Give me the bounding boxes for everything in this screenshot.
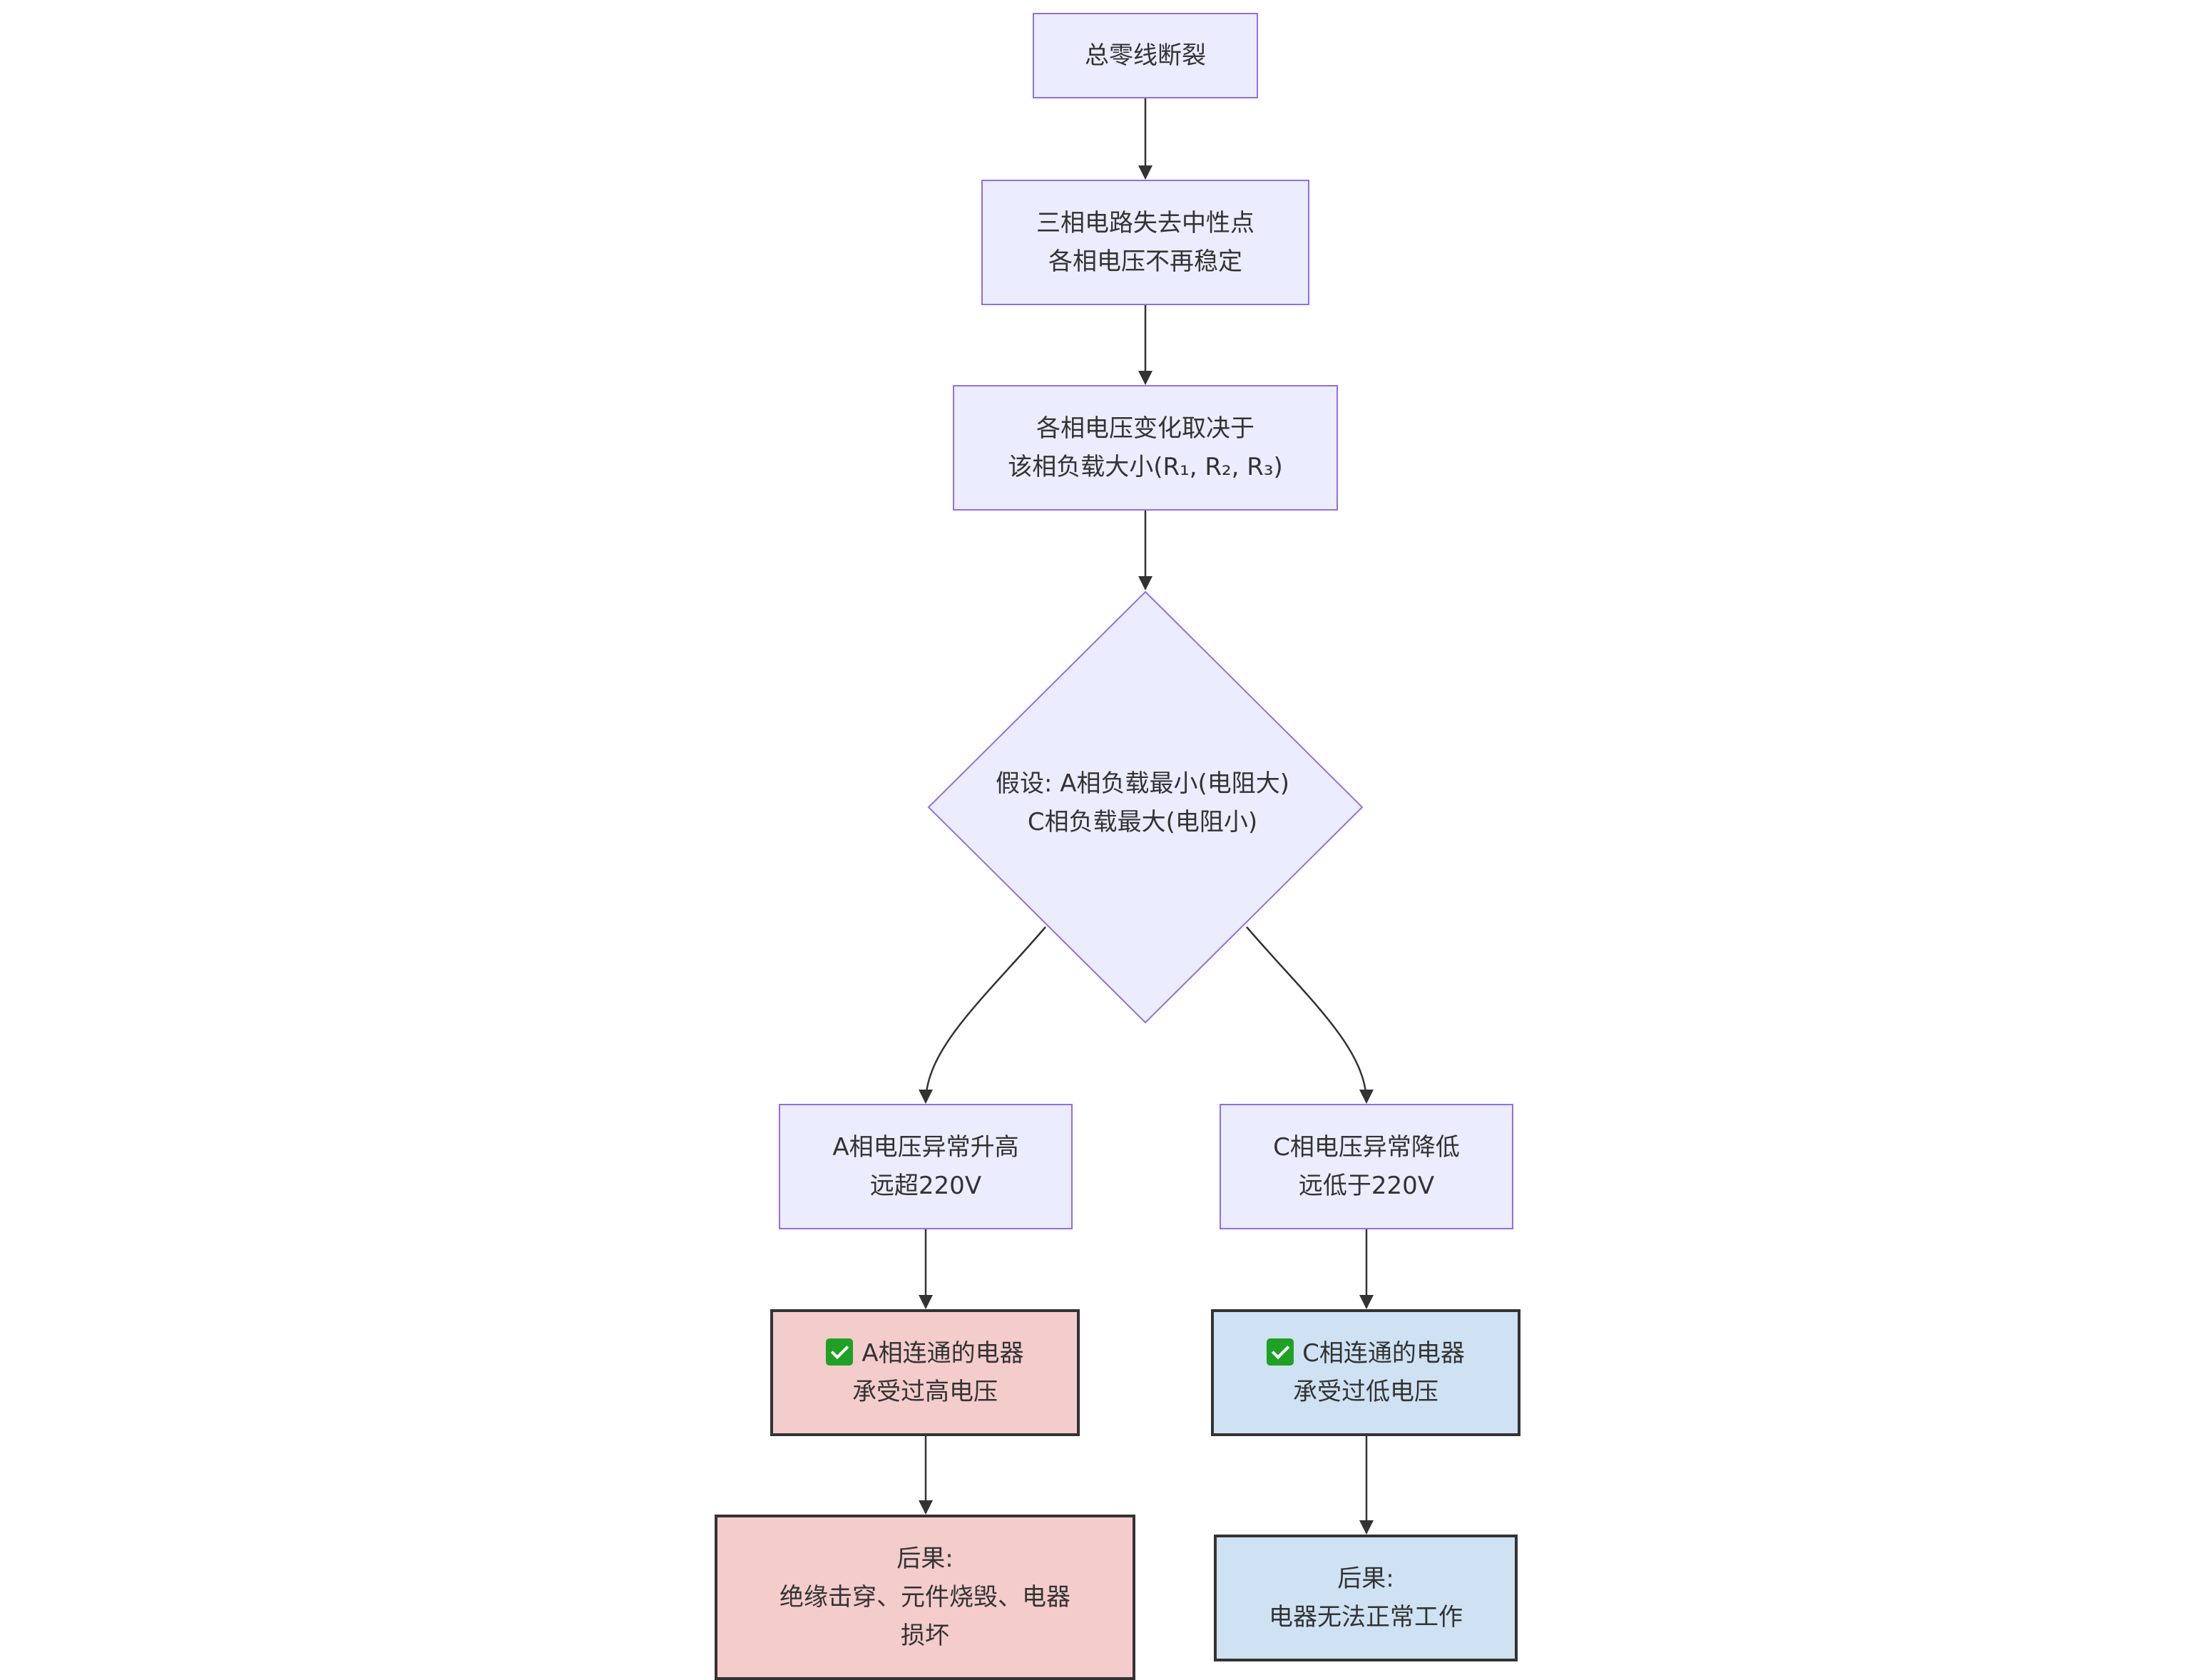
node-line: C相连通的电器: [1267, 1334, 1465, 1373]
node-line: 该相负载大小(R₁, R₂, R₃): [1008, 453, 1283, 481]
node-line: 各相电压不再稳定: [1048, 247, 1242, 276]
node-main-neutral-break: 总零线断裂: [1033, 13, 1258, 98]
node-c-phase-voltage-drop: C相电压异常降低 远低于220V: [1220, 1104, 1513, 1229]
node-line: C相电压异常降低: [1273, 1133, 1460, 1162]
node-line: 承受过高电压: [852, 1378, 998, 1406]
node-line: 电器无法正常工作: [1269, 1603, 1463, 1632]
node-c-phase-appliance-undervoltage: C相连通的电器 承受过低电压: [1211, 1309, 1520, 1436]
node-voltage-depends-on-load: 各相电压变化取决于 该相负载大小(R₁, R₂, R₃): [953, 385, 1338, 511]
check-mark-icon: [1267, 1338, 1294, 1366]
node-line: 损坏: [901, 1622, 949, 1650]
node-line: A相连通的电器: [826, 1334, 1024, 1373]
node-line: 三相电路失去中性点: [1036, 209, 1254, 237]
node-line: 绝缘击穿、元件烧毁、电器: [780, 1583, 1070, 1612]
check-mark-icon: [826, 1338, 854, 1366]
node-line-text: A相连通的电器: [862, 1339, 1024, 1368]
edge-decision-to-c-drop: [1246, 926, 1374, 1104]
node-line: 后果:: [896, 1545, 954, 1573]
decision-diamond: [927, 590, 1364, 1024]
node-line: A相电压异常升高: [832, 1133, 1019, 1162]
node-a-phase-consequence: 后果: 绝缘击穿、元件烧毁、电器 损坏: [715, 1515, 1135, 1680]
node-line: 远超220V: [869, 1172, 982, 1200]
node-line: 总零线断裂: [1085, 41, 1206, 70]
node-line: 后果:: [1337, 1564, 1394, 1593]
node-a-phase-voltage-rise: A相电压异常升高 远超220V: [779, 1104, 1073, 1229]
decision-label: 假设: A相负载最小(电阻大) C相负载最大(电阻小): [924, 764, 1361, 841]
node-line: C相负载最大(电阻小): [1027, 808, 1258, 836]
edge-decision-to-a-rise: [919, 926, 1046, 1104]
node-line: 承受过低电压: [1293, 1378, 1438, 1406]
node-line-text: C相连通的电器: [1302, 1339, 1465, 1368]
node-lose-neutral-point: 三相电路失去中性点 各相电压不再稳定: [981, 180, 1309, 305]
node-a-phase-appliance-overvoltage: A相连通的电器 承受过高电压: [770, 1309, 1080, 1436]
node-line: 假设: A相负载最小(电阻大): [995, 769, 1290, 798]
node-line: 远低于220V: [1298, 1172, 1435, 1200]
node-line: 各相电压变化取决于: [1036, 414, 1254, 443]
node-c-phase-consequence: 后果: 电器无法正常工作: [1214, 1535, 1518, 1661]
